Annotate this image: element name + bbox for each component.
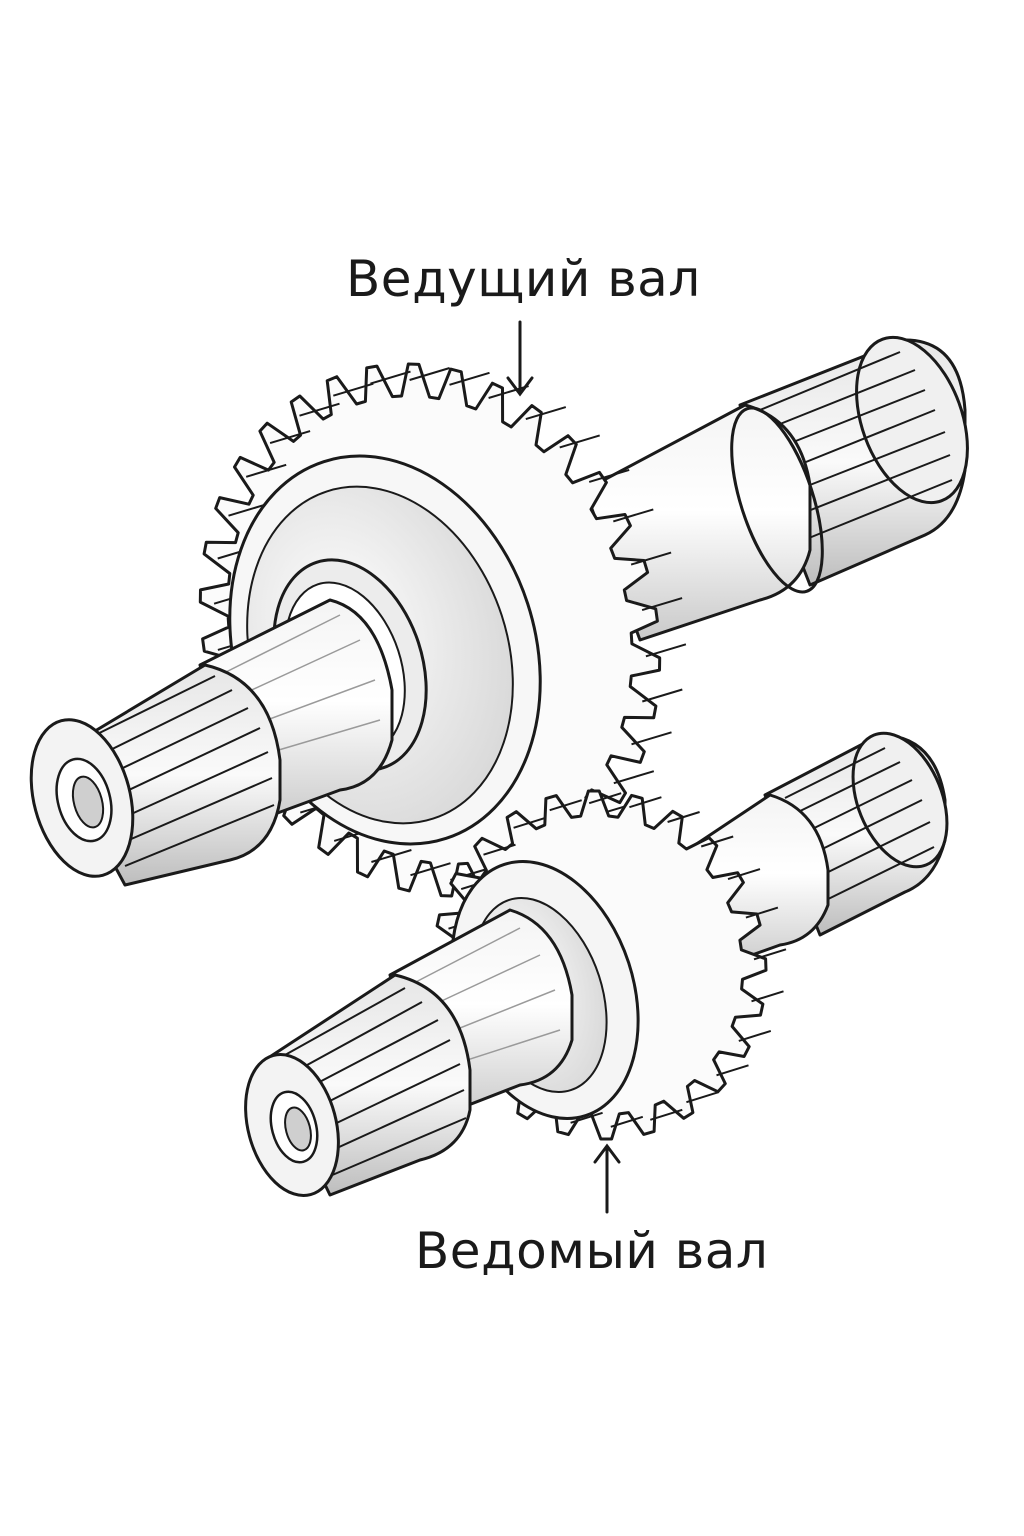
gear-tooth-line — [513, 816, 546, 829]
gear-tooth-line — [228, 502, 269, 517]
gear-tooth-line — [588, 792, 622, 805]
gear-tooth-line — [686, 1091, 719, 1104]
gear-tooth-line — [613, 508, 654, 523]
gear-tooth-line — [371, 849, 412, 863]
gear-tooth-line — [549, 799, 582, 812]
drive-shaft-right-journal — [583, 403, 824, 642]
gear-tooth-line — [409, 367, 450, 381]
gear-tooth-line — [370, 370, 411, 385]
gear-tooth-line — [650, 1108, 683, 1121]
gear-tooth-line — [613, 770, 655, 785]
gear-tooth-line — [727, 868, 761, 881]
gear-tooth-line — [333, 382, 374, 397]
driven-shaft-left-spline — [244, 973, 472, 1197]
gear-tooth-line — [751, 990, 784, 1003]
drive-shaft-assembly — [29, 335, 969, 898]
drive-shaft-arrow — [506, 320, 534, 397]
gear-tooth-line — [559, 434, 600, 449]
gear-tooth-line — [667, 811, 700, 823]
driven-shaft-assembly — [244, 731, 949, 1197]
gear-tooth-line — [753, 948, 787, 961]
driven-shaft-label: Ведомый вал — [415, 1222, 769, 1280]
gear-tooth-line — [716, 1064, 749, 1077]
gear-tooth-line — [745, 906, 779, 919]
gear-tooth-line — [700, 835, 734, 848]
gear-tooth-line — [630, 551, 672, 566]
driven-shaft-arrow — [593, 1143, 621, 1214]
gear-tooth-line — [588, 468, 630, 483]
gear-tooth-line — [738, 1029, 772, 1042]
gear-tooth-line — [631, 731, 672, 746]
gear-tooth-line — [488, 385, 529, 399]
gear-tooth-line — [642, 688, 683, 703]
gear-tooth-line — [483, 843, 516, 856]
gear-tooth-line — [610, 1115, 644, 1128]
gear-tooth-line — [269, 430, 311, 445]
gear-tooth-line — [449, 371, 490, 386]
gear-tooth-line — [410, 862, 451, 877]
gear-tooth-line — [570, 1111, 603, 1124]
gear-tooth-line — [645, 643, 687, 658]
gear-tooth-line — [299, 402, 340, 417]
gear-tooth-line — [245, 463, 287, 478]
gear-tooth-line — [641, 597, 683, 612]
drive-shaft-left-spline — [29, 663, 282, 887]
gear-tooth-line — [525, 406, 567, 421]
drive-shaft-label: Ведущий вал — [346, 250, 701, 308]
gear-tooth-line — [629, 796, 662, 809]
